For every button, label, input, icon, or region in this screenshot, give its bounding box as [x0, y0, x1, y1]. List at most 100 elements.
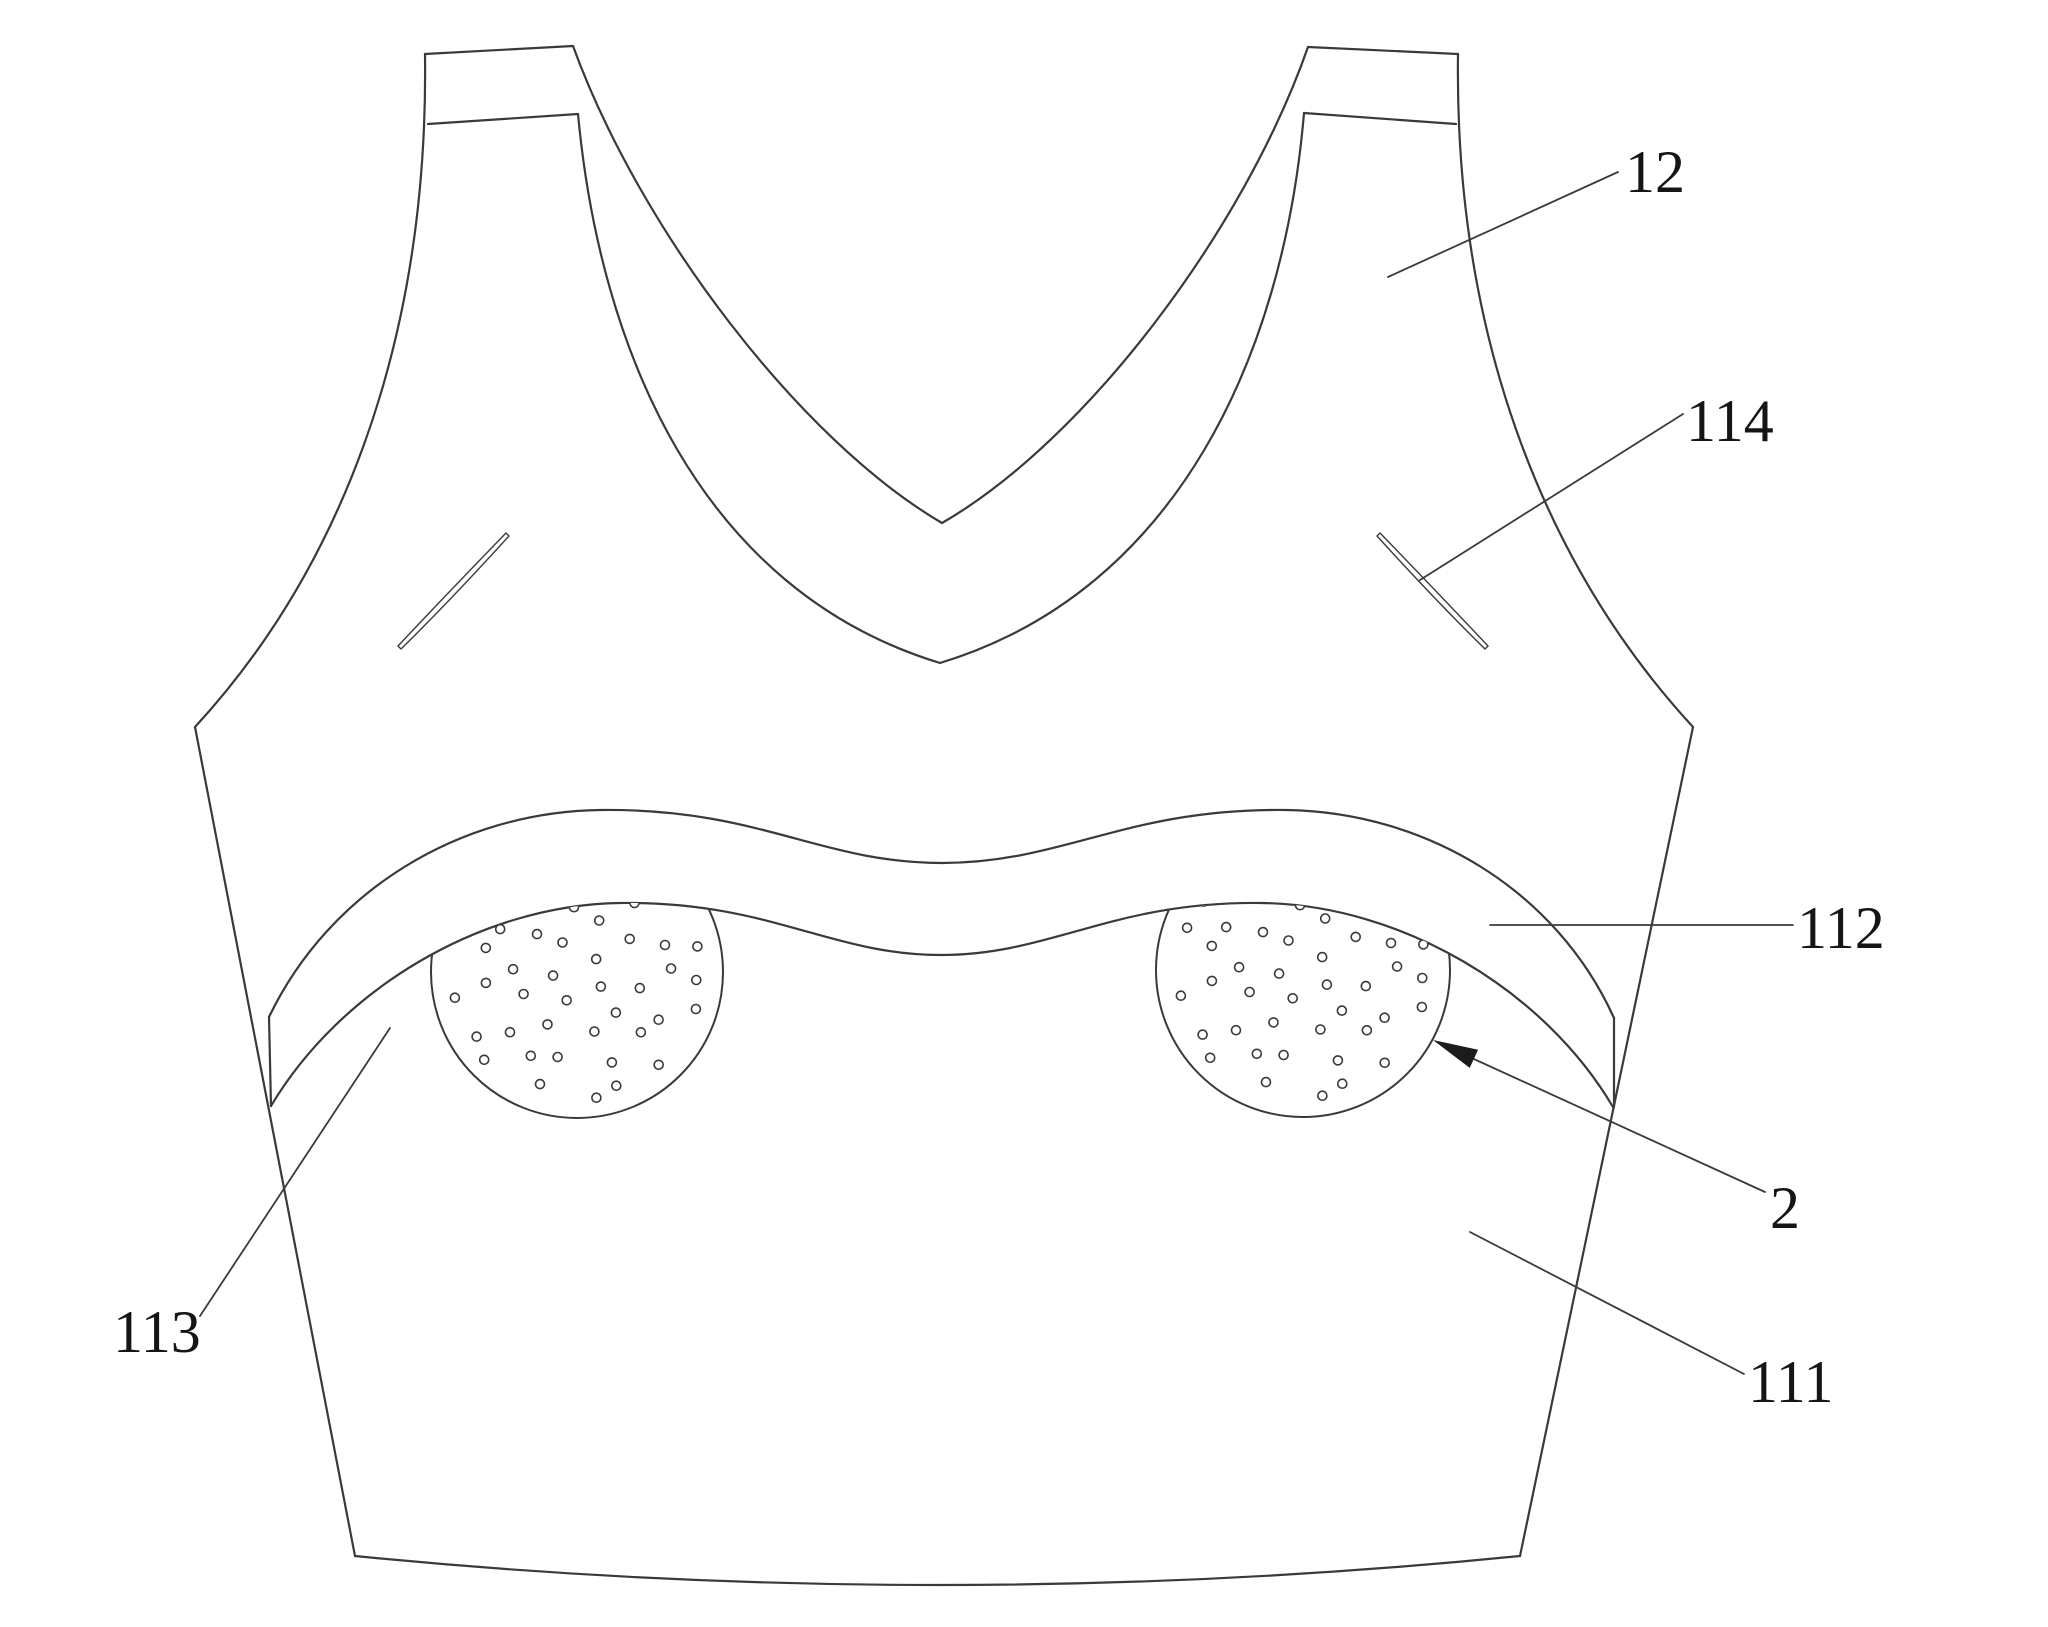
perforation-dot [1283, 935, 1294, 946]
perforation-dot [1287, 992, 1298, 1004]
perforation-dot [552, 1051, 563, 1063]
perforation-dot [1244, 986, 1255, 998]
perforation-dot [610, 1007, 622, 1018]
leader-114 [1419, 413, 1684, 581]
perforation-dot [1416, 1001, 1428, 1013]
perforation-dot [593, 915, 605, 926]
perforation-dot [590, 953, 602, 965]
right-notch-mark [1376, 532, 1489, 650]
right-strap-outer-edge [1456, 52, 1695, 729]
right-pad-perforations [1175, 849, 1429, 1101]
perforation-dot [594, 874, 603, 883]
perforation-dot [1298, 878, 1307, 887]
pad-arrowhead-icon [1433, 1040, 1479, 1068]
perforation-dot [1361, 1025, 1373, 1036]
perforation-dot [653, 1059, 665, 1071]
perforation-dot [1385, 937, 1397, 949]
leader-2 [1451, 1048, 1766, 1193]
perforation-dot [1317, 1090, 1328, 1101]
perforation-dot [624, 933, 636, 945]
leader-113 [199, 1027, 391, 1317]
callout-114: 114 [1686, 388, 1774, 454]
neckline-v-left [571, 44, 944, 525]
perforation-dot [478, 1054, 490, 1066]
yoke-scoop-seam [576, 111, 1306, 665]
perforation-dot [1206, 975, 1218, 987]
perforation-dot [610, 1080, 622, 1091]
perforation-dot [525, 1050, 537, 1062]
perforation-dot [1336, 1005, 1348, 1016]
perforation-dot [591, 1092, 602, 1103]
perforation-dot [595, 981, 607, 992]
perforation-dot [1251, 1048, 1263, 1060]
left-strap-band-line [426, 112, 580, 126]
perforation-dot [1315, 1024, 1326, 1035]
perforation-dot [1344, 856, 1353, 865]
chest-band [267, 808, 1616, 1109]
leader-111 [1469, 1231, 1745, 1375]
perforation-dot [542, 1019, 553, 1030]
perforation-dot [547, 970, 559, 981]
perforation-dot [504, 1026, 516, 1038]
left-notch-mark [397, 532, 510, 650]
perforation-dot [1319, 913, 1331, 924]
left-pad-outline [430, 902, 724, 1119]
perforation-dot [599, 842, 608, 851]
perforation-dot [1281, 849, 1290, 858]
callout-12: 12 [1625, 139, 1685, 205]
perforation-dot [1321, 979, 1333, 990]
perforation-dot [1355, 902, 1366, 907]
perforation-dot [534, 1078, 546, 1090]
perforation-dot [518, 988, 529, 1000]
perforation-dot [1337, 1078, 1348, 1089]
perforation-dot [480, 942, 492, 954]
right-strap-top-edge [1306, 45, 1460, 56]
perforation-dot [692, 941, 703, 952]
perforation-dot [449, 992, 461, 1004]
right-strap-band-line [1302, 111, 1458, 126]
perforation-dot [527, 882, 536, 891]
perforation-dot [618, 858, 627, 867]
left-pad-perforations [449, 842, 703, 1103]
perforation-dot [1268, 1017, 1279, 1028]
band-upper-curve [267, 808, 1616, 1020]
callout-112: 112 [1797, 895, 1885, 961]
left-side-seam [193, 725, 357, 1558]
leader-lines [199, 171, 1794, 1375]
left-strap-outer-edge [193, 52, 427, 729]
band-lower-curve [269, 901, 1615, 1109]
perforation-dot [1360, 980, 1372, 992]
perforation-dot [1316, 951, 1328, 963]
perforation-dot [1206, 940, 1218, 952]
perforation-dot [665, 963, 677, 974]
perforation-dot [480, 977, 492, 989]
perforation-dot [1233, 961, 1245, 973]
perforation-dot [561, 994, 573, 1006]
perforation-dot [690, 974, 702, 986]
perforation-dot [635, 1027, 647, 1038]
perforation-dot [1216, 869, 1225, 878]
reference-numerals: 12 114 112 2 113 111 [113, 139, 1885, 1415]
right-pad-outline [1155, 902, 1451, 1118]
perforation-dot [1181, 922, 1193, 934]
perforation-dot [659, 939, 671, 951]
right-side-seam [1518, 725, 1695, 1558]
perforation-dot [1204, 1052, 1216, 1064]
pads-group [430, 842, 1451, 1119]
perforation-dot [471, 1031, 482, 1042]
perforation-dot [507, 963, 519, 975]
perforation-dot [670, 889, 679, 898]
perforation-dot [653, 1014, 664, 1026]
perforation-dot [1230, 1024, 1242, 1036]
garment-outline [193, 44, 1695, 1587]
perforation-dot [1273, 968, 1285, 979]
callout-111: 111 [1748, 1349, 1834, 1415]
leader-12 [1387, 171, 1619, 278]
perforation-dot [1260, 1076, 1272, 1088]
perforation-dot [1379, 1057, 1390, 1069]
band-left-end-edge [267, 1015, 273, 1108]
perforation-dot [1391, 961, 1403, 972]
perforation-dot [1257, 926, 1269, 938]
